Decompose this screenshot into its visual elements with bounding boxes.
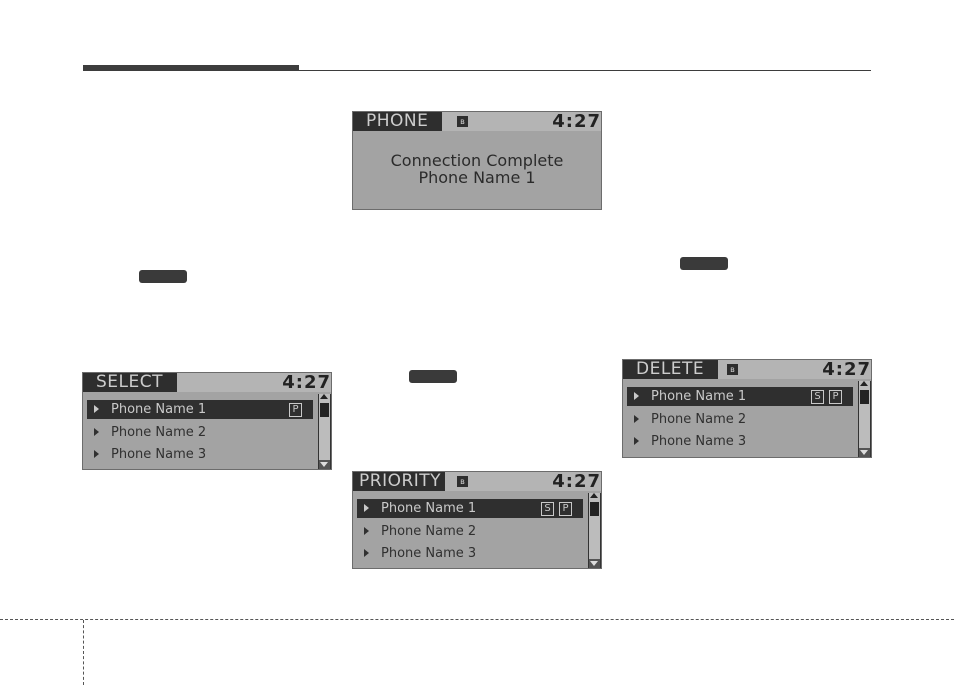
scroll-up-icon: [860, 381, 868, 386]
header-rule: [299, 70, 871, 71]
arrow-right-icon: [364, 527, 369, 535]
phone-name-label: Phone Name 2: [381, 524, 477, 539]
screen-title: PRIORITY: [353, 472, 446, 491]
scroll-thumb[interactable]: [320, 403, 329, 417]
list-scrollbar[interactable]: [858, 381, 871, 457]
screen-title: PHONE: [353, 112, 443, 131]
button-graphic: [139, 270, 187, 283]
button-graphic: [680, 257, 728, 270]
phone-name-label: Phone Name 2: [111, 425, 207, 440]
screen-title: SELECT: [83, 373, 177, 392]
status-badge: S: [811, 390, 824, 404]
scroll-up-icon: [590, 493, 598, 498]
scroll-down-icon: [590, 561, 598, 566]
phone-list-item[interactable]: Phone Name 2: [627, 410, 853, 429]
arrow-right-icon: [634, 392, 639, 400]
phone-name-label: Phone Name 3: [381, 546, 477, 561]
clock-time: 4:27: [552, 111, 601, 132]
bluetooth-icon: ʙ: [457, 116, 468, 127]
bluetooth-icon: ʙ: [727, 364, 738, 375]
phone-list-item[interactable]: Phone Name 3: [627, 432, 853, 451]
phone-name-label: Phone Name 1: [651, 389, 747, 404]
priority-badge: P: [829, 390, 842, 404]
phone-list-item[interactable]: Phone Name 3: [87, 445, 313, 464]
phone-name-label: Phone Name 1: [111, 402, 207, 417]
scroll-down-button[interactable]: [319, 460, 330, 469]
arrow-right-icon: [94, 428, 99, 436]
list-scrollbar[interactable]: [318, 394, 331, 469]
arrow-right-icon: [94, 405, 99, 413]
arrow-right-icon: [364, 504, 369, 512]
arrow-right-icon: [634, 415, 639, 423]
phone-name-label: Phone Name 1: [381, 501, 477, 516]
screen-title: DELETE: [623, 360, 719, 379]
list-scrollbar[interactable]: [588, 493, 601, 568]
scroll-up-icon: [320, 394, 328, 399]
scroll-thumb[interactable]: [860, 390, 869, 404]
arrow-right-icon: [364, 549, 369, 557]
button-graphic: [409, 370, 457, 383]
scroll-thumb[interactable]: [590, 502, 599, 516]
status-badge: S: [541, 502, 554, 516]
phone-list-item[interactable]: Phone Name 1 P: [87, 400, 313, 419]
priority-badge: P: [559, 502, 572, 516]
scroll-down-button[interactable]: [859, 448, 870, 457]
connected-phone-name: Phone Name 1: [418, 168, 536, 187]
phone-list-item[interactable]: Phone Name 1 S P: [357, 499, 583, 518]
clock-time: 4:27: [282, 372, 331, 393]
delete-screen: DELETE ʙ 4:27 Phone Name 1 S P Phone Nam…: [622, 359, 872, 458]
clock-time: 4:27: [822, 359, 871, 380]
footer-margin-divider: [83, 620, 84, 685]
priority-screen: PRIORITY ʙ 4:27 Phone Name 1 S P Phone N…: [352, 471, 602, 569]
phone-list-item[interactable]: Phone Name 1 S P: [627, 387, 853, 406]
phone-name-label: Phone Name 3: [651, 434, 747, 449]
scroll-down-icon: [320, 462, 328, 467]
phone-list-item[interactable]: Phone Name 2: [357, 522, 583, 541]
footer-divider: [0, 619, 954, 620]
scroll-down-button[interactable]: [589, 559, 600, 568]
phone-list-item[interactable]: Phone Name 2: [87, 423, 313, 442]
header-accent-bar: [83, 65, 299, 71]
phone-list-item[interactable]: Phone Name 3: [357, 544, 583, 563]
select-screen: SELECT 4:27 Phone Name 1 P Phone Name 2 …: [82, 372, 332, 470]
phone-name-label: Phone Name 3: [111, 447, 207, 462]
scroll-down-icon: [860, 450, 868, 455]
clock-time: 4:27: [552, 471, 601, 492]
phone-name-label: Phone Name 2: [651, 412, 747, 427]
status-message: Connection Complete: [390, 151, 564, 170]
arrow-right-icon: [634, 437, 639, 445]
arrow-right-icon: [94, 450, 99, 458]
bluetooth-icon: ʙ: [457, 476, 468, 487]
priority-badge: P: [289, 403, 302, 417]
phone-screen: PHONE ʙ 4:27 Connection Complete Phone N…: [352, 111, 602, 210]
